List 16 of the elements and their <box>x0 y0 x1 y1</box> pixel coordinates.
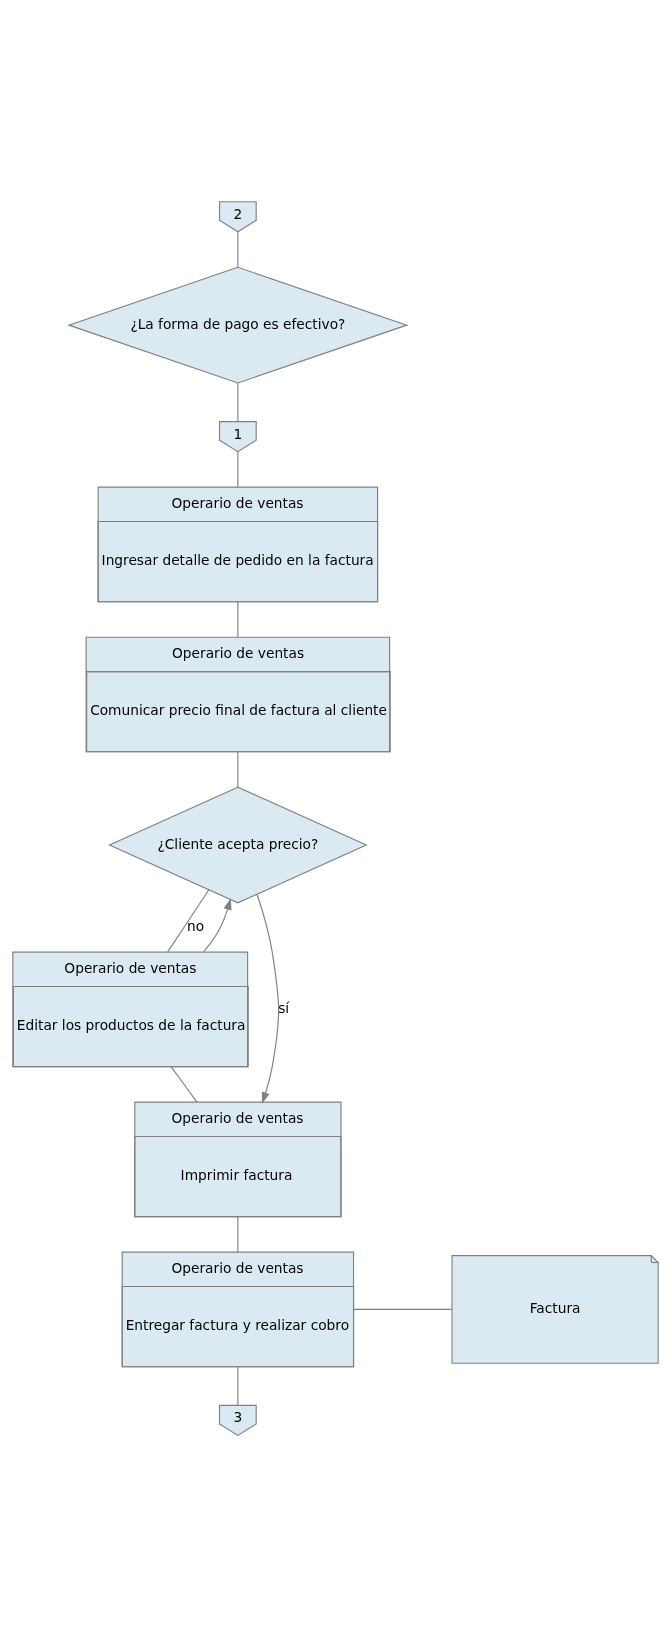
connector <box>237 1366 239 1406</box>
node-diamond: ¿Cliente acepta precio? <box>108 786 368 904</box>
arrow <box>256 893 280 1104</box>
connector <box>237 382 239 422</box>
connector <box>237 601 239 638</box>
arrow <box>203 898 232 953</box>
connector <box>167 889 210 953</box>
connector <box>237 451 239 488</box>
connector <box>237 231 239 268</box>
connector <box>170 1066 198 1103</box>
node-diamond: ¿La forma de pago es efectivo? <box>67 266 409 384</box>
edge-label: no <box>186 918 205 935</box>
connector <box>237 751 239 788</box>
edge-label: sí <box>278 999 290 1016</box>
connector <box>353 1308 453 1310</box>
connector <box>237 1216 239 1253</box>
